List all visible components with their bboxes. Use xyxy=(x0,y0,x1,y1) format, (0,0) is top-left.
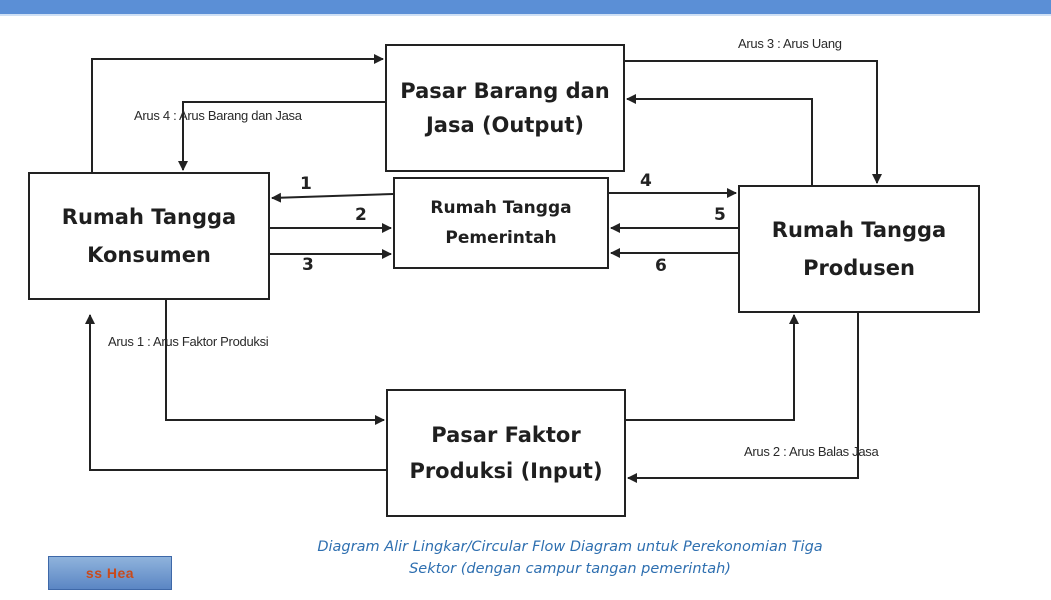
arus3-arrow-to-produsen xyxy=(625,60,882,184)
arus4-arrow-to-output xyxy=(91,54,384,172)
arus2-arrow-to-input xyxy=(627,313,859,483)
arus1-arrow-to-konsumen xyxy=(85,314,386,471)
label-arus2: Arus 2 : Arus Balas Jasa xyxy=(744,444,879,459)
box-konsumen-line1: Rumah Tangga xyxy=(61,205,237,229)
caption-line2: Sektor (dengan campur tangan pemerintah) xyxy=(409,561,731,577)
arus4-arrow-to-konsumen xyxy=(178,101,385,171)
label-arus3: Arus 3 : Arus Uang xyxy=(738,36,842,51)
label-arus4: Arus 4 : Arus Barang dan Jasa xyxy=(134,108,302,123)
logo-text: ss Hea xyxy=(85,565,135,581)
box-produsen-line1: Rumah Tangga xyxy=(771,218,947,242)
box-output-line2: Jasa (Output) xyxy=(425,113,585,137)
box-pemerintah-line2: Pemerintah xyxy=(445,228,557,248)
flow-number-6: 6 xyxy=(655,256,667,276)
label-arus1: Arus 1 : Arus Faktor Produksi xyxy=(108,334,269,349)
top-bar-shadow xyxy=(0,14,1051,16)
top-bar xyxy=(0,0,1051,14)
box-konsumen-line2: Konsumen xyxy=(87,243,211,267)
flow-number-1: 1 xyxy=(300,174,312,194)
arus2-arrow-to-produsen xyxy=(626,314,799,421)
caption-line1: Diagram Alir Lingkar/Circular Flow Diagr… xyxy=(317,539,823,555)
box-input-line2: Produksi (Input) xyxy=(409,459,603,483)
flow-number-2: 2 xyxy=(355,205,367,225)
arrow-1 xyxy=(271,192,394,203)
arus1-arrow-to-input xyxy=(165,300,385,425)
diagram-caption: Diagram Alir Lingkar/Circular Flow Diagr… xyxy=(220,536,920,580)
flow-number-3: 3 xyxy=(302,255,314,275)
box-pemerintah-line1: Rumah Tangga xyxy=(430,198,572,218)
flow-number-4: 4 xyxy=(640,171,652,191)
site-logo: ss Hea xyxy=(48,556,172,590)
box-output-line1: Pasar Barang dan xyxy=(400,79,610,103)
box-produsen-line2: Produsen xyxy=(803,256,915,280)
arus3-arrow-to-output xyxy=(626,94,813,185)
flow-number-5: 5 xyxy=(714,205,726,225)
box-input-line1: Pasar Faktor xyxy=(431,423,581,447)
